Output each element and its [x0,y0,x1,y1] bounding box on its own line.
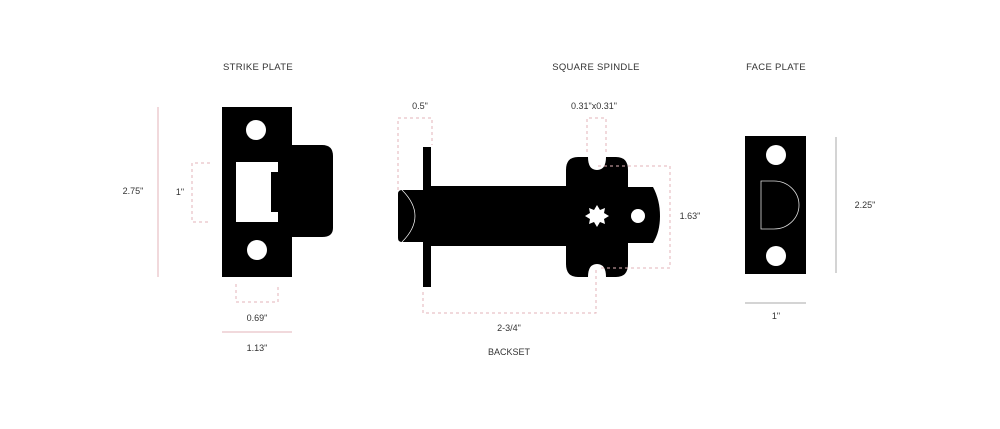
opening-height-label: 1" [176,187,184,197]
opening-width-label: 0.69" [247,313,268,323]
screw-hole-icon [766,246,786,266]
spindle-size-label: 0.31"x0.31" [571,101,617,111]
backset-value-label: 2-3/4" [497,323,521,333]
opening-height-dimension [191,162,210,223]
latch-body [431,186,568,246]
backset-dimension [422,268,597,314]
face-height-label: 2.25" [855,200,876,210]
latch-bolt [398,190,424,242]
cam-height-label: 1.63" [680,211,701,221]
bolt-depth-dimension [397,117,433,190]
latch-title: SQUARE SPINDLE [552,62,640,73]
strike-plate: STRIKE PLATE 2.75" 1" 0.69" 1.13" [123,62,333,353]
bolt-depth-label: 0.5" [412,101,428,111]
face-plate-title: FACE PLATE [746,62,806,73]
backset-label: BACKSET [488,347,531,357]
strike-plate-lip [290,145,333,237]
strike-height-label: 2.75" [123,186,144,196]
strike-width-label: 1.13" [247,343,268,353]
face-width-label: 1" [772,311,780,321]
cam-height-dimension [598,165,671,269]
screw-hole-icon [246,120,266,140]
strike-tab [271,172,278,212]
spindle-hole-icon [585,205,609,227]
face-plate: FACE PLATE 2.25" 1" [745,62,875,321]
bolt-bevel [401,189,416,243]
strike-plate-title: STRIKE PLATE [223,62,293,73]
opening-width-dimension [235,284,279,303]
spindle-size-dimension [586,117,607,152]
screw-hole-icon [247,240,267,260]
latch-flange [423,147,431,287]
screw-hole-icon [766,145,786,165]
tail-hole-icon [631,209,645,223]
latch: SQUARE SPINDLE 0.5" 0.31"x0.31" 1.63" 2-… [397,62,701,357]
bolt-opening-outline [760,180,800,230]
